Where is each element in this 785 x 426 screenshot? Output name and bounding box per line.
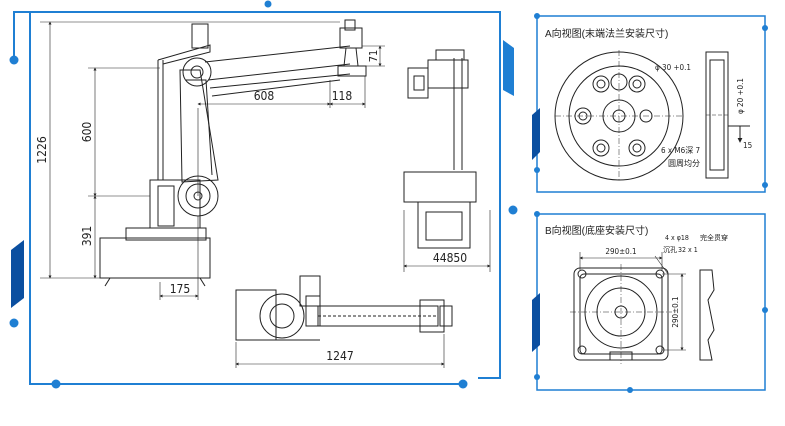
main-frame-accent-right xyxy=(503,40,514,96)
flange-thickness: 15 xyxy=(743,141,752,150)
main-frame-accent xyxy=(11,240,24,308)
panel-a-frame xyxy=(536,15,766,193)
panel-b-frame xyxy=(536,213,766,391)
holes-label: 6 x M6深 7 xyxy=(661,146,700,155)
panel-b-title: B向视图(底座安装尺寸) xyxy=(545,224,648,237)
main-frame xyxy=(13,11,501,385)
panel-b-accent xyxy=(532,293,540,352)
frame-node xyxy=(264,0,272,8)
dim-tool-height: 71 xyxy=(367,50,380,63)
flange-side-view xyxy=(705,51,750,179)
bore-label: φ 30 +0.1 xyxy=(655,63,691,72)
base-side-view xyxy=(699,269,715,361)
base-height-dim: 290±0.1 xyxy=(671,296,680,327)
frame-node xyxy=(534,211,540,217)
frame-node xyxy=(534,167,540,173)
dim-arm-length: 608 xyxy=(254,89,275,103)
frame-node xyxy=(627,387,633,393)
dim-side-width: 44850 xyxy=(433,251,467,265)
base-dimensions xyxy=(579,252,686,351)
robot-side-view xyxy=(99,19,367,287)
dim-top-length: 1247 xyxy=(326,349,353,363)
dim-base-offset: 175 xyxy=(170,282,191,296)
panel-a-accent xyxy=(532,108,540,160)
frame-node xyxy=(9,55,19,65)
dim-upper-height: 600 xyxy=(80,122,94,143)
panel-a-title: A向视图(末端法兰安装尺寸) xyxy=(545,27,668,40)
robot-front-view xyxy=(403,49,477,249)
dim-base-height: 391 xyxy=(80,226,94,247)
base-holes-note: 完全贯穿 xyxy=(700,233,728,242)
holes-note: 圆周均分 xyxy=(668,158,700,168)
robot-top-view xyxy=(235,275,453,341)
dim-overall-height: 1226 xyxy=(35,136,49,164)
frame-node xyxy=(9,318,19,328)
frame-node xyxy=(762,307,768,313)
base-holes-label: 4 x φ18 xyxy=(665,234,689,242)
frame-node xyxy=(762,25,768,31)
top-view-dimension xyxy=(235,334,445,368)
frame-node xyxy=(458,379,468,389)
frame-node xyxy=(534,374,540,380)
frame-node xyxy=(51,379,61,389)
flange-face-view xyxy=(554,50,684,182)
frame-node xyxy=(508,205,518,215)
frame-node xyxy=(762,182,768,188)
base-counterbore-value: 32 x 1 xyxy=(678,246,698,254)
main-dimension-lines xyxy=(40,21,385,300)
base-width-dim: 290±0.1 xyxy=(605,247,636,256)
base-counterbore-label: 沉孔 xyxy=(663,246,677,254)
front-view-dimension xyxy=(403,210,491,272)
depth-label: φ 20 +0.1 xyxy=(736,78,745,114)
dim-end-offset: 118 xyxy=(332,89,353,103)
frame-node xyxy=(534,13,540,19)
base-face-view xyxy=(570,264,672,364)
